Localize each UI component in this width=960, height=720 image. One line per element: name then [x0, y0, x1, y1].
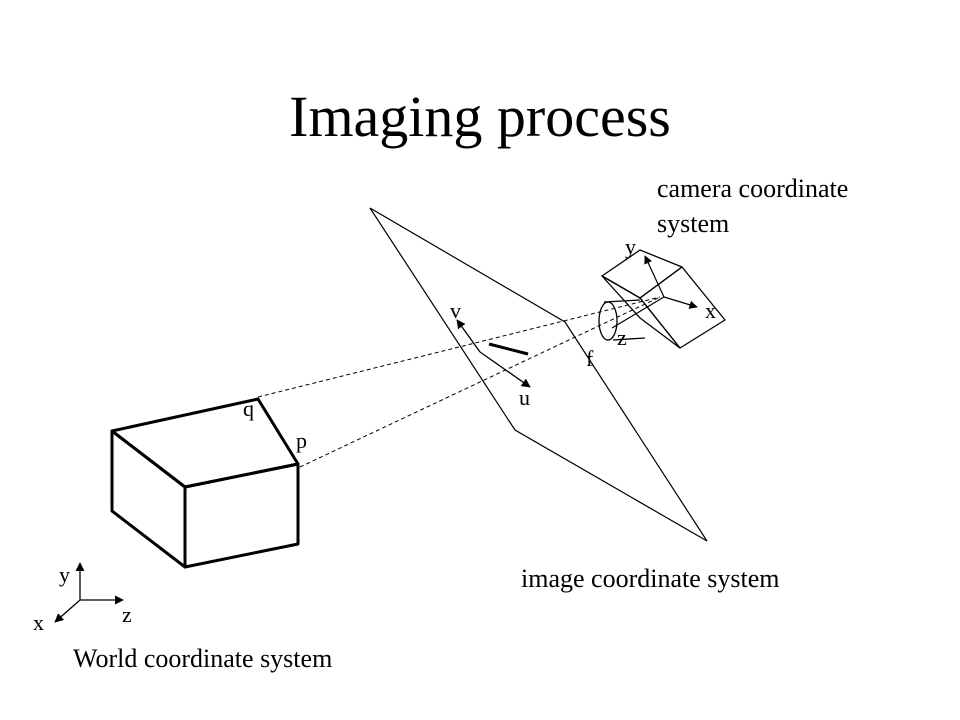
- image-system-label: image coordinate system: [521, 564, 780, 593]
- page-title: Imaging process: [289, 84, 671, 149]
- camera-system-label-line1: camera coordinate: [657, 174, 849, 203]
- ray-q: [257, 296, 661, 398]
- point-p-label: p: [296, 428, 307, 453]
- camera-lens: [598, 301, 618, 341]
- ray-p: [299, 296, 661, 468]
- camera-system-label-line2: system: [657, 209, 730, 238]
- camera-z-axis: [611, 296, 665, 329]
- point-q-label: q: [243, 396, 254, 421]
- world-x-axis: [54, 599, 81, 623]
- world-object-box: [110, 397, 300, 569]
- world-y-label: y: [59, 562, 70, 587]
- camera-y-label: y: [625, 234, 636, 259]
- camera-x-label: x: [705, 298, 716, 323]
- projected-segment: [488, 342, 529, 356]
- world-x-label: x: [33, 610, 44, 635]
- v-axis: [456, 319, 481, 353]
- camera-y-axis: [644, 255, 665, 298]
- image-plane: [369, 207, 708, 542]
- focal-length-label: f: [586, 346, 594, 371]
- image-v-label: v: [450, 298, 461, 323]
- camera-body: [598, 249, 726, 349]
- camera-x-axis: [663, 296, 698, 309]
- u-axis: [479, 351, 531, 388]
- world-system-label: World coordinate system: [73, 644, 333, 673]
- image-u-label: u: [519, 385, 530, 410]
- camera-z-label: z: [617, 325, 627, 350]
- world-z-label: z: [122, 602, 132, 627]
